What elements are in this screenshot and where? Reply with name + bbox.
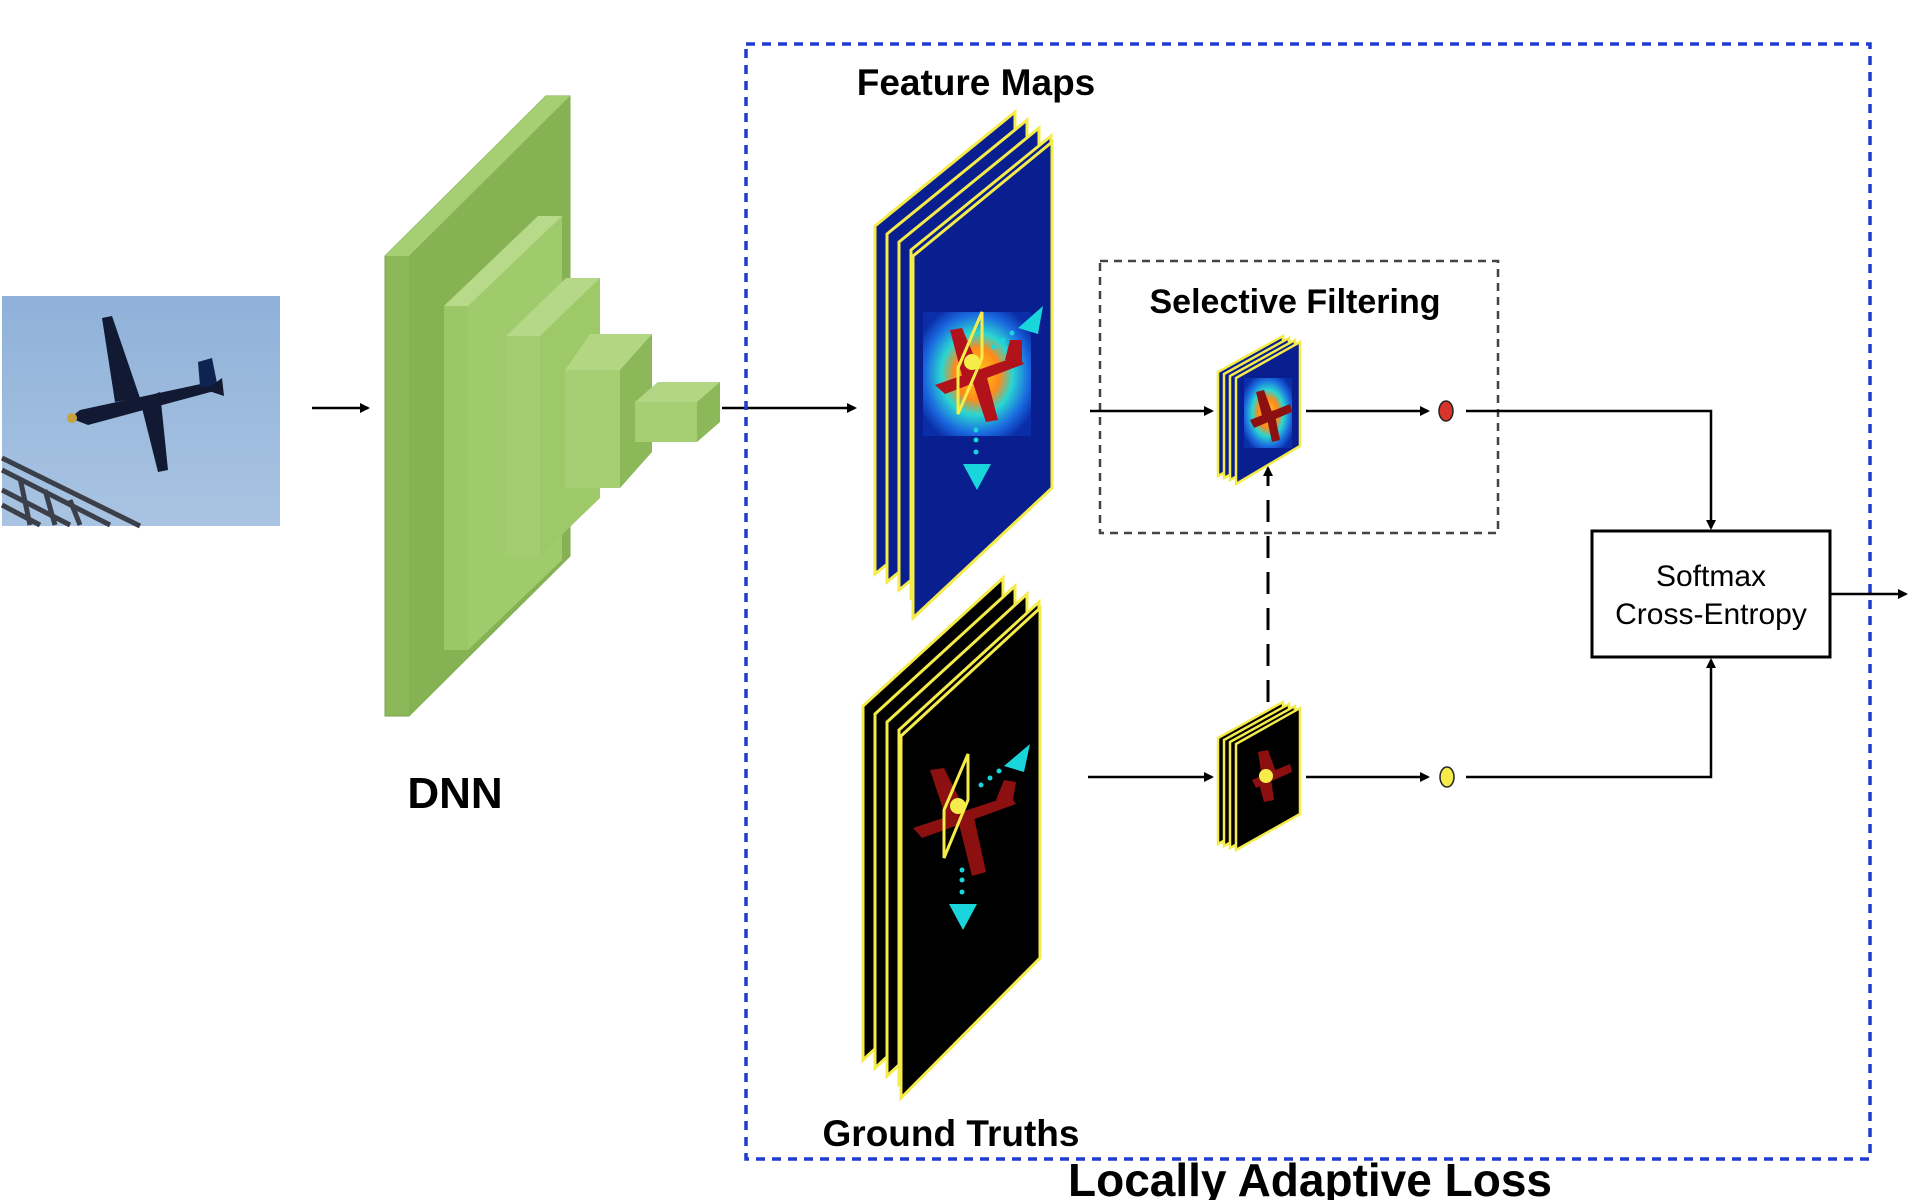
ground-truths-stack bbox=[861, 574, 1042, 1102]
marker-up-icon bbox=[1018, 306, 1043, 334]
cross-entropy-label: Cross-Entropy bbox=[1615, 598, 1807, 631]
selective-filtering-box bbox=[1098, 259, 1500, 535]
airplane-photo-icon bbox=[67, 316, 224, 472]
input-image bbox=[0, 296, 280, 529]
locally-adaptive-loss-label: Locally Adaptive Loss bbox=[1068, 1154, 1552, 1200]
softmax-cross-entropy-box bbox=[1590, 529, 1832, 659]
marker-up-icon bbox=[1004, 744, 1030, 772]
feature-maps-stack bbox=[873, 108, 1054, 622]
target-dot bbox=[1439, 766, 1455, 788]
ground-truths-label: Ground Truths bbox=[823, 1113, 1080, 1154]
connector-prediction bbox=[1466, 409, 1716, 530]
filtered-feature-map bbox=[1216, 333, 1302, 487]
dnn-block-icon bbox=[384, 95, 720, 717]
dnn-label: DNN bbox=[407, 769, 502, 818]
marker-down-icon bbox=[949, 904, 977, 930]
filtered-ground-truth bbox=[1216, 699, 1302, 853]
locally-adaptive-loss-region bbox=[744, 42, 1872, 1161]
selective-filtering-label: Selective Filtering bbox=[1150, 283, 1441, 321]
marker-down-icon bbox=[963, 464, 991, 490]
feature-maps-label: Feature Maps bbox=[857, 62, 1096, 103]
bridge-icon bbox=[0, 455, 142, 529]
prediction-dot bbox=[1438, 400, 1454, 422]
connector-target bbox=[1466, 658, 1716, 779]
softmax-label: Softmax bbox=[1656, 560, 1766, 593]
